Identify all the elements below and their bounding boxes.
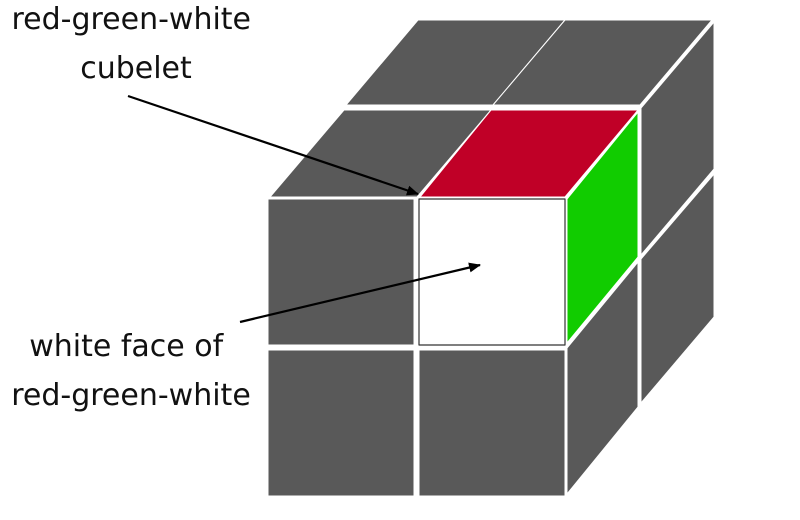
right-face-back-bottom-sticker (640, 173, 715, 404)
top-face-front-left-sticker (269, 109, 492, 198)
white-face-label-line-2: red-green-white (11, 378, 251, 413)
cubelet-label: red-green-white cubelet (11, 2, 260, 86)
arrows (127, 94, 481, 324)
front-face-bottom-left-sticker (267, 349, 415, 497)
cubelet-label-line-2: cubelet (80, 51, 192, 86)
top-face-back-right-sticker (492, 19, 713, 106)
right-face-front-bottom-sticker (566, 261, 639, 495)
right-face-back-top-sticker (640, 21, 715, 256)
white-face-label: white face of red-green-white (11, 329, 251, 413)
top-face-red-sticker (419, 109, 639, 198)
right-face-green-sticker (566, 111, 639, 344)
front-face-top-left-sticker (267, 198, 415, 346)
cube (267, 19, 715, 497)
front-face-bottom-right-sticker (418, 349, 566, 497)
arrow-to-white-face (239, 262, 481, 324)
front-face-white-sticker (418, 198, 566, 346)
white-face-label-line-1: white face of (29, 329, 224, 364)
cubelet-label-line-1: red-green-white (11, 2, 251, 37)
arrow-to-cubelet (127, 94, 419, 196)
